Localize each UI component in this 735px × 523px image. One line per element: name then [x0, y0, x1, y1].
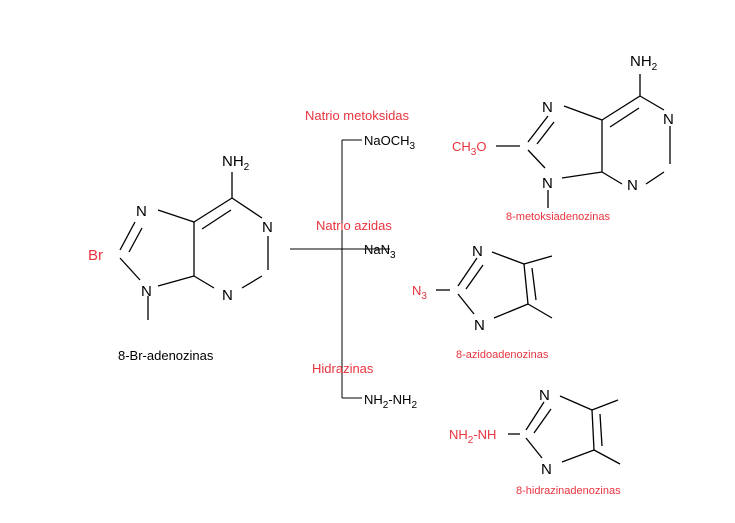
atom-n9: N	[541, 461, 552, 478]
atom-n1: N	[663, 111, 674, 128]
reagent-connector	[290, 139, 390, 399]
bond	[601, 95, 641, 121]
bond	[599, 413, 603, 447]
product-8-azidoadenosine: N N N3 8-azidoadenozinas	[412, 243, 553, 361]
bond	[591, 399, 619, 411]
reagent-2-formula: NaN3	[364, 242, 396, 261]
bond	[527, 115, 549, 143]
bond	[128, 227, 143, 253]
atom-n9: N	[474, 317, 485, 334]
reactant-8-br-adenosine: NH2 N N N N Br 8-Br-adenozinas	[88, 153, 273, 363]
atom-n7: N	[472, 243, 483, 260]
bond	[525, 437, 543, 459]
reagent-3-formula: NH2-NH2	[364, 392, 417, 411]
bond	[193, 197, 233, 223]
bond	[527, 149, 546, 169]
bond	[119, 221, 136, 251]
bond	[491, 251, 525, 265]
bond	[523, 263, 529, 305]
atom-n3: N	[222, 287, 233, 304]
bond	[465, 264, 484, 290]
reactant-caption: 8-Br-adenozinas	[118, 348, 214, 363]
bond	[523, 255, 553, 265]
atom-n7: N	[539, 387, 550, 404]
bond	[119, 257, 141, 281]
bond	[533, 408, 552, 434]
bromine-label: Br	[88, 247, 103, 264]
atom-n1: N	[262, 219, 273, 236]
methoxy-group-label: CH3O	[452, 139, 486, 158]
azido-group-label: N3	[412, 283, 427, 302]
bond	[531, 267, 537, 301]
bond	[457, 257, 478, 287]
amino-group-label: NH2	[222, 153, 250, 173]
atom-n3: N	[627, 177, 638, 194]
bond	[193, 275, 215, 289]
amino-group-label: NH2	[630, 53, 658, 73]
bond	[157, 209, 195, 223]
bond	[559, 395, 593, 411]
product-8-methoxyadenosine: NH2 N N N N CH3O 8-metoksiadenozinas	[452, 53, 674, 223]
reagent-2-name: Natrio azidas	[316, 218, 392, 233]
bond	[563, 105, 603, 121]
bond	[639, 95, 665, 111]
bond	[593, 449, 621, 465]
bond	[493, 303, 529, 319]
bond	[645, 171, 665, 185]
atom-n9: N	[542, 175, 553, 192]
hydrazino-group-label: NH2-NH	[449, 427, 496, 446]
atom-n7: N	[542, 99, 553, 116]
bond	[536, 121, 555, 145]
bond	[591, 409, 595, 451]
bond	[527, 303, 553, 319]
product-8-hydrazinoadenosine: N N NH2-NH 8-hidrazinadenozinas	[449, 387, 621, 497]
bond	[201, 209, 232, 230]
bond	[231, 197, 263, 219]
bond	[609, 107, 640, 128]
atom-n7: N	[136, 203, 147, 220]
bond	[525, 401, 545, 431]
bond	[241, 275, 263, 289]
reagent-1-name: Natrio metoksidas	[305, 108, 410, 123]
product-1-caption: 8-metoksiadenozinas	[506, 211, 610, 223]
bond	[157, 275, 195, 287]
product-3-caption: 8-hidrazinadenozinas	[516, 485, 621, 497]
bond	[601, 171, 623, 185]
bond	[457, 293, 475, 315]
reagent-1-formula: NaOCH3	[364, 133, 416, 152]
atom-n9: N	[141, 283, 152, 300]
bond	[561, 449, 595, 463]
bond	[561, 171, 603, 179]
reagent-3-name: Hidrazinas	[312, 361, 374, 376]
product-2-caption: 8-azidoadenozinas	[456, 349, 549, 361]
